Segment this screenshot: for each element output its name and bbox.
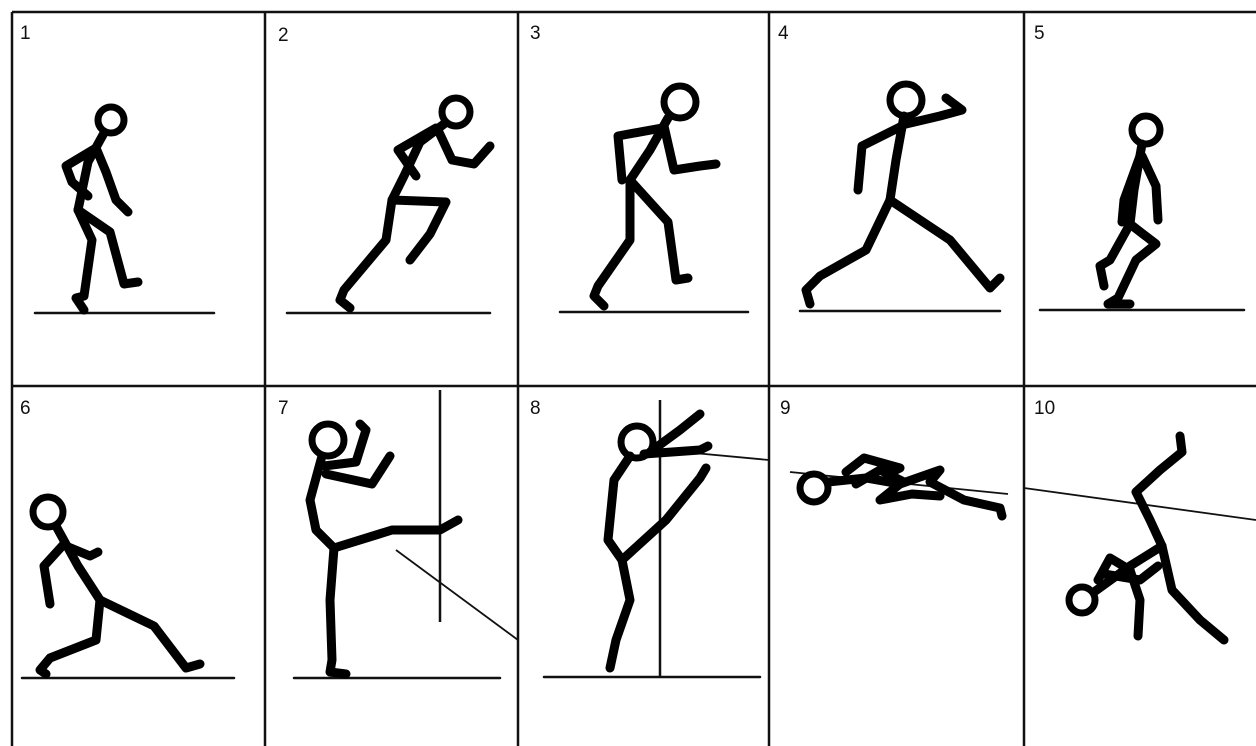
panel-number-2: 2 <box>278 25 289 46</box>
panel-number-7: 7 <box>278 398 289 419</box>
panel-number-5: 5 <box>1034 23 1045 44</box>
panel-number-8: 8 <box>530 398 541 419</box>
stick-figure-2 <box>340 98 490 308</box>
panel-number-3: 3 <box>530 23 541 44</box>
stick-figure-10 <box>1069 436 1224 640</box>
stick-figure-8 <box>608 414 708 668</box>
panel-grid <box>12 12 1256 746</box>
stick-figure-9 <box>800 458 1002 516</box>
stick-figure-7 <box>310 424 458 674</box>
crossbar-7 <box>396 550 518 640</box>
panel-number-10: 10 <box>1034 398 1055 419</box>
panel-number-6: 6 <box>20 398 31 419</box>
stick-figure-6 <box>33 497 200 674</box>
stick-figure-4 <box>806 84 1000 304</box>
stick-figure-3 <box>594 86 716 306</box>
panel-number-1: 1 <box>20 23 31 44</box>
panel-number-4: 4 <box>778 23 789 44</box>
stick-figure-5 <box>1100 116 1160 304</box>
stick-figure-1 <box>66 107 138 310</box>
panel-number-9: 9 <box>780 398 791 419</box>
